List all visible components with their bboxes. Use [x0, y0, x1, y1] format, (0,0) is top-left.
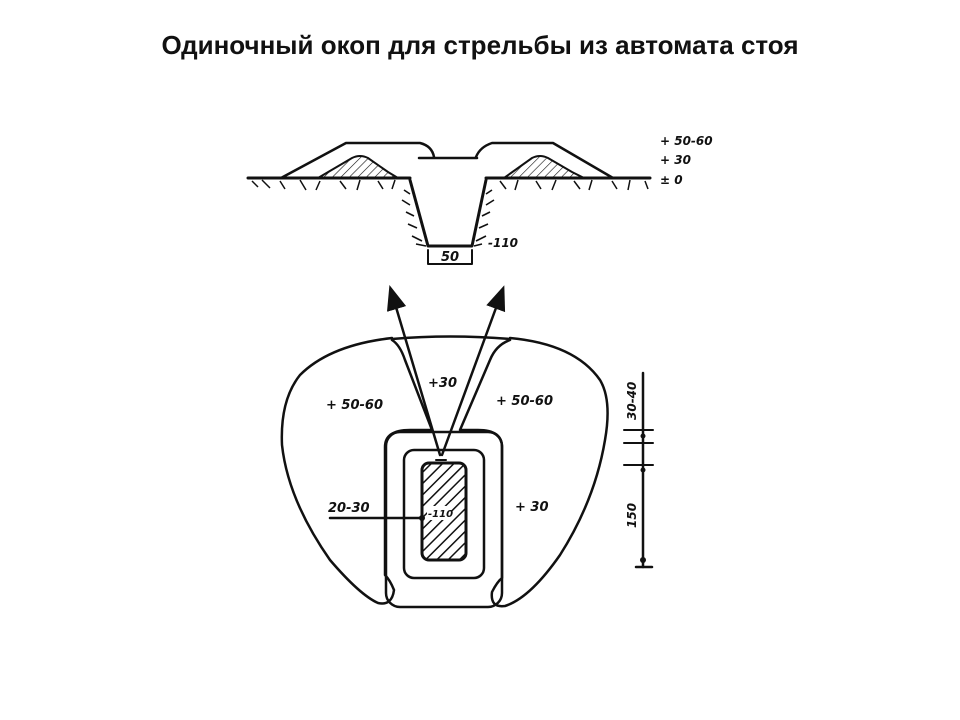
outer-parapet-left [279, 141, 436, 180]
inner-mound-left [314, 155, 402, 179]
fire-sector-arrow-right [440, 285, 506, 457]
bottom-width-dimension [427, 249, 473, 265]
ground-texture [251, 179, 649, 191]
elevation-label-ground: ± 0 [660, 173, 683, 187]
elevation-label-mid: + 30 [660, 153, 691, 167]
outer-parapet-right [474, 141, 615, 180]
pit-depth-label: -110 [428, 509, 453, 520]
parapet-front-line [390, 335, 512, 341]
dimension-bottom-label: 150 [625, 503, 639, 528]
berm-pointer-dot [419, 515, 425, 521]
parapet-right-label: + 50-60 [496, 394, 553, 409]
parapet-left-outline [280, 336, 434, 605]
pit-label-bg [427, 506, 451, 520]
front-gap-label: +30 [428, 376, 457, 391]
dimension-line: 30-40 150 [623, 371, 654, 569]
plan-view: -110 + 50-60 + 50-60 +30 + 30 20-30 30-4… [280, 285, 654, 609]
side-label: + 30 [515, 500, 549, 515]
section-view: 50 -110 + 50-60 + 30 ± 0 [246, 134, 713, 265]
page-title: Одиночный окоп для стрельбы из автомата … [161, 30, 799, 60]
parapet-right-outline [458, 336, 609, 608]
trench-wall-texture [401, 189, 495, 247]
depth-label: -110 [488, 236, 518, 250]
parapet-left-label: + 50-60 [326, 398, 383, 413]
outer-berm-outline [384, 430, 504, 609]
fire-sector-arrow-left [386, 285, 442, 457]
bottom-width-label: 50 [441, 250, 459, 265]
inner-mound-right [500, 155, 585, 179]
dimension-top-label: 30-40 [625, 382, 639, 420]
trench-profile [408, 178, 488, 248]
berm-label: 20-30 [328, 501, 370, 516]
elevation-label-top: + 50-60 [660, 134, 713, 148]
